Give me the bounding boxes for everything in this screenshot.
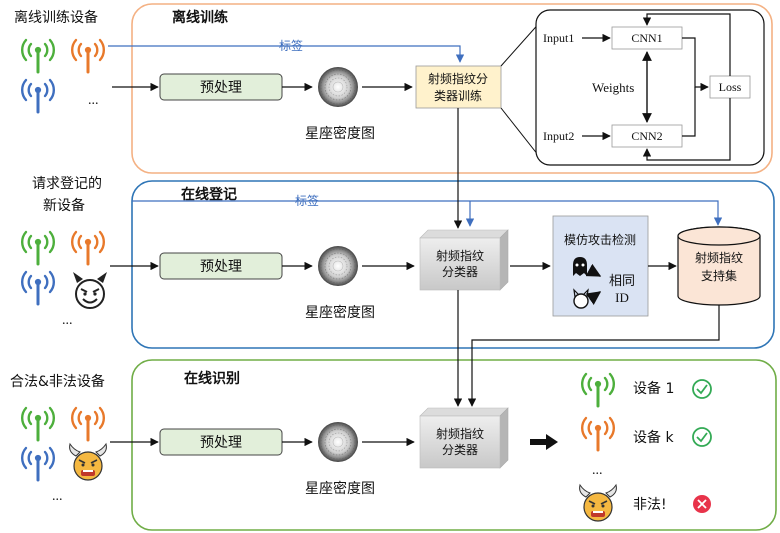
database-label-1: 射频指纹 [695,250,743,265]
classifier-training-label-2: 类器训练 [434,88,482,103]
database-label-2: 支持集 [701,268,737,283]
ghost-icon [573,257,587,276]
panel-online-identify [131,359,777,531]
classifier-training-box [415,65,502,109]
siamese-input2: Input2 [543,129,574,143]
ghost-eye [575,263,579,267]
source-register-title-2: 新设备 [43,197,85,214]
classifier-label-1: 射频指纹 [436,426,484,441]
classifier-label-2: 分类器 [442,443,478,457]
wifi-icon [70,38,106,74]
panel-identify-title: 在线识别 [184,370,240,387]
wifi-icon [70,230,106,266]
check-icon [692,427,712,447]
classifier-training-label-1: 射频指纹分 [428,71,488,86]
database-top [677,226,761,246]
preprocess-label: 预处理 [200,80,242,96]
wifi-icon [20,230,56,266]
panel-offline-training [131,3,773,174]
siamese-weights: Weights [592,80,634,95]
constellation-label: 星座密度图 [305,304,375,321]
spoof-detection-box [552,215,649,317]
constellation-disc-icon [317,66,359,108]
wifi-icon [580,416,616,452]
loss-label: Loss [719,80,742,94]
support-set-arrow [467,305,720,407]
panel-register-title: 在线登记 [181,186,237,203]
label-arrow-register [132,200,723,226]
siamese-input1: Input1 [543,31,574,45]
wifi-icon [20,38,56,74]
label-arrow-offline [108,45,465,63]
source-identify-title: 合法&非法设备 [10,373,105,390]
ghost-eye [581,263,585,267]
ox-icon [68,443,108,481]
cat-icon [573,293,589,309]
source-offline-more: ... [88,93,99,108]
result-arrow [530,434,558,450]
constellation-label: 星座密度图 [305,125,375,142]
preprocess-label: 预处理 [200,259,242,275]
source-register-more: ... [62,313,73,328]
expand-line [500,19,543,67]
panel-online-register [131,180,775,349]
spoof-same: 相同 [609,274,635,289]
preprocess-label: 预处理 [200,435,242,451]
cnn2-label: CNN2 [631,129,662,143]
devil-icon [72,271,108,309]
expand-line [500,107,543,161]
arrow [682,37,709,92]
wifi-icon [70,406,106,442]
source-identify-more: ... [52,489,63,504]
wifi-icon [580,372,616,408]
source-offline-title: 离线训练设备 [14,9,98,26]
constellation-label: 星座密度图 [305,480,375,497]
cross-mark [697,499,707,509]
check-mark [696,432,708,443]
wifi-icon [20,270,56,306]
label-text-offline: 标签 [279,38,303,53]
feedback-arrow [642,13,731,76]
ox-icon [578,484,618,522]
check-mark [696,384,708,395]
constellation-disc-icon [317,421,359,463]
classifier-label-2: 分类器 [442,265,478,279]
arrow [585,263,602,277]
wifi-icon [20,78,56,114]
result-device-k: 设备 k [633,429,674,446]
classifier-label-1: 射频指纹 [436,248,484,263]
panel-offline-title: 离线训练 [172,9,228,26]
spoof-id: ID [615,290,629,305]
result-illegal: 非法! [633,497,667,513]
arrow [682,87,696,137]
wifi-icon [20,406,56,442]
source-register-title-1: 请求登记的 [32,176,102,192]
arrow [585,291,602,305]
check-icon [692,379,712,399]
result-more: ... [592,463,603,478]
cnn1-label: CNN1 [631,31,662,45]
label-text-register: 标签 [295,193,319,208]
constellation-disc-icon [317,245,359,287]
spoof-title: 模仿攻击检测 [564,232,636,247]
wifi-icon [20,446,56,482]
result-device-1: 设备 1 [633,380,674,397]
feedback-arrow [642,98,731,161]
